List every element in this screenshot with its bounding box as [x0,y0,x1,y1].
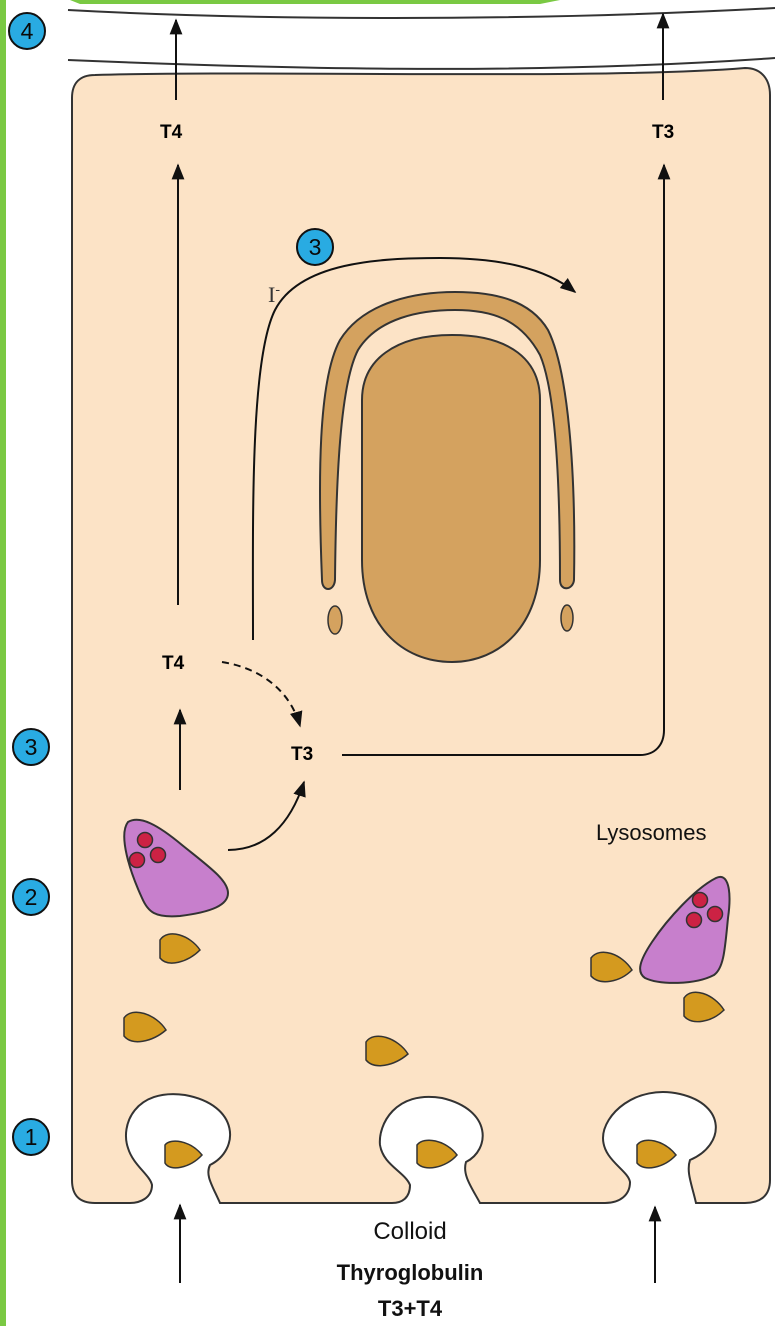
step-badge-3-left: 3 [12,728,50,766]
colloid-droplet [417,1140,457,1168]
lysosome-granule [130,853,145,868]
t4-label-top: T4 [160,122,182,144]
t3-t4-label: T3+T4 [300,1296,520,1322]
lysosome-granule [151,848,166,863]
colloid-droplet [637,1140,676,1168]
step-badge-4: 4 [8,12,46,50]
thyroglobulin-label: Thyroglobulin [300,1260,520,1286]
lysosomes-label: Lysosomes [596,820,706,846]
t3-label-mid: T3 [291,744,313,766]
lysosome-granule [687,913,702,928]
lysosome-granule [693,893,708,908]
step-badge-3-top: 3 [296,228,334,266]
step-badge-2: 2 [12,878,50,916]
t3-label-top: T3 [652,122,674,144]
nucleus [362,335,540,662]
capillary-wall-top [68,8,775,18]
colloid-droplet [165,1141,202,1168]
lysosome-granule [708,907,723,922]
nuclear-envelope-fragment [561,605,573,631]
step-badge-1: 1 [12,1118,50,1156]
iodide-label: I- [268,282,280,308]
nuclear-envelope-fragment [328,606,342,634]
top-green-edge [70,0,560,4]
colloid-label: Colloid [300,1218,520,1246]
capillary-wall-bottom [68,58,775,69]
lysosome-granule [138,833,153,848]
t4-label-mid: T4 [162,653,184,675]
left-green-edge [0,0,6,1326]
